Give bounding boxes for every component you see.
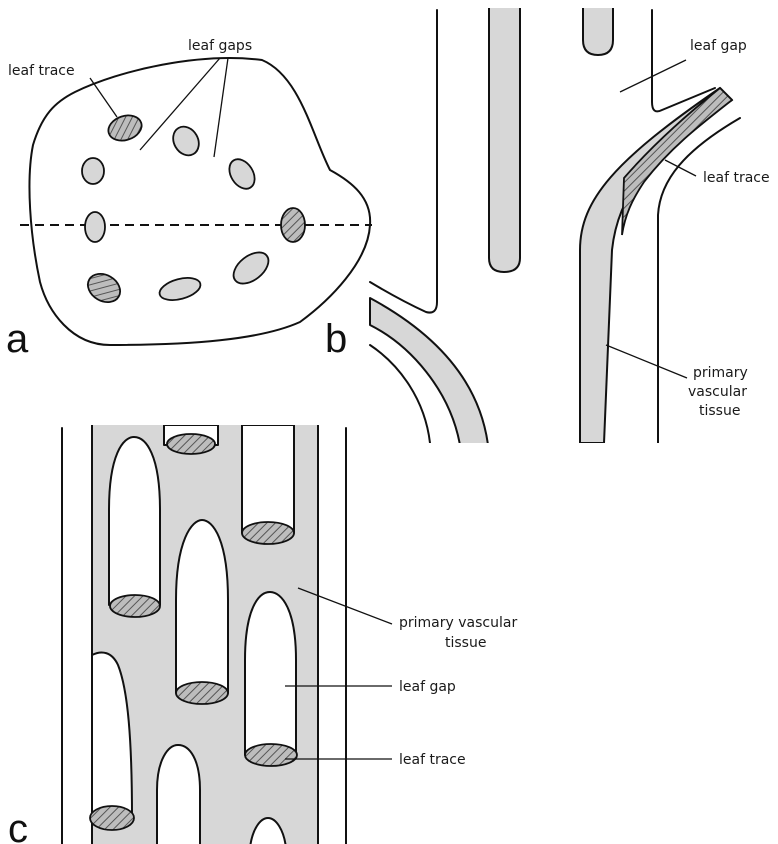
leaf-gap xyxy=(109,437,160,605)
vascular-strand xyxy=(370,298,488,445)
vascular-bundle xyxy=(224,155,260,194)
label-primary-vascular-tissue: tissue xyxy=(699,403,740,419)
panel-letter-b: b xyxy=(325,317,347,361)
panel-letter-c: c xyxy=(8,807,28,844)
label-leaf-gap: leaf gap xyxy=(690,38,747,54)
leaf-trace xyxy=(167,434,215,454)
leaf-trace-bundle xyxy=(281,208,305,242)
leaf-trace xyxy=(242,522,294,544)
leaf-trace-bundle xyxy=(83,268,125,308)
leaf-trace-strand xyxy=(622,88,732,235)
panel-letter-a: a xyxy=(6,317,29,361)
label-primary-vascular-tissue: primary xyxy=(693,365,748,381)
label-primary-vascular-tissue: vascular xyxy=(688,384,747,400)
leaf-gap xyxy=(157,745,200,844)
leaf-gap xyxy=(176,520,228,693)
vascular-bundle xyxy=(168,122,204,160)
leaf-trace-bundle xyxy=(105,111,145,144)
leaf-trace xyxy=(176,682,228,704)
leaf-gap xyxy=(245,592,296,755)
label-leaf-trace: leaf trace xyxy=(8,63,75,79)
panel-c: primary vascular tissue leaf gap leaf tr… xyxy=(8,425,517,844)
label-primary-vascular-tissue: tissue xyxy=(445,635,486,651)
leaf-trace xyxy=(245,744,297,766)
label-leaf-gaps: leaf gaps xyxy=(188,38,252,54)
stem-cross-section-outline xyxy=(29,58,370,345)
label-leaf-trace: leaf trace xyxy=(703,170,770,186)
vascular-bundle xyxy=(157,274,203,304)
leaf-gap xyxy=(242,425,294,533)
vascular-bundle xyxy=(82,158,104,184)
leaf-trace xyxy=(90,806,134,830)
label-leaf-trace: leaf trace xyxy=(399,752,466,768)
vascular-bundle xyxy=(228,246,274,290)
panel-b: leaf gap leaf trace primary vascular tis… xyxy=(325,8,770,445)
vascular-strand xyxy=(489,8,520,272)
label-primary-vascular-tissue: primary vascular xyxy=(399,615,517,631)
label-leaf-gap: leaf gap xyxy=(399,679,456,695)
panel-a: leaf trace leaf gaps a xyxy=(6,38,372,361)
leader-line xyxy=(214,58,228,157)
stem-boundary-line xyxy=(370,10,437,313)
leaf-trace xyxy=(110,595,160,617)
leader-line xyxy=(606,345,687,378)
vascular-strand xyxy=(583,8,613,55)
leader-line xyxy=(90,78,117,117)
vascular-bundle xyxy=(85,212,105,242)
